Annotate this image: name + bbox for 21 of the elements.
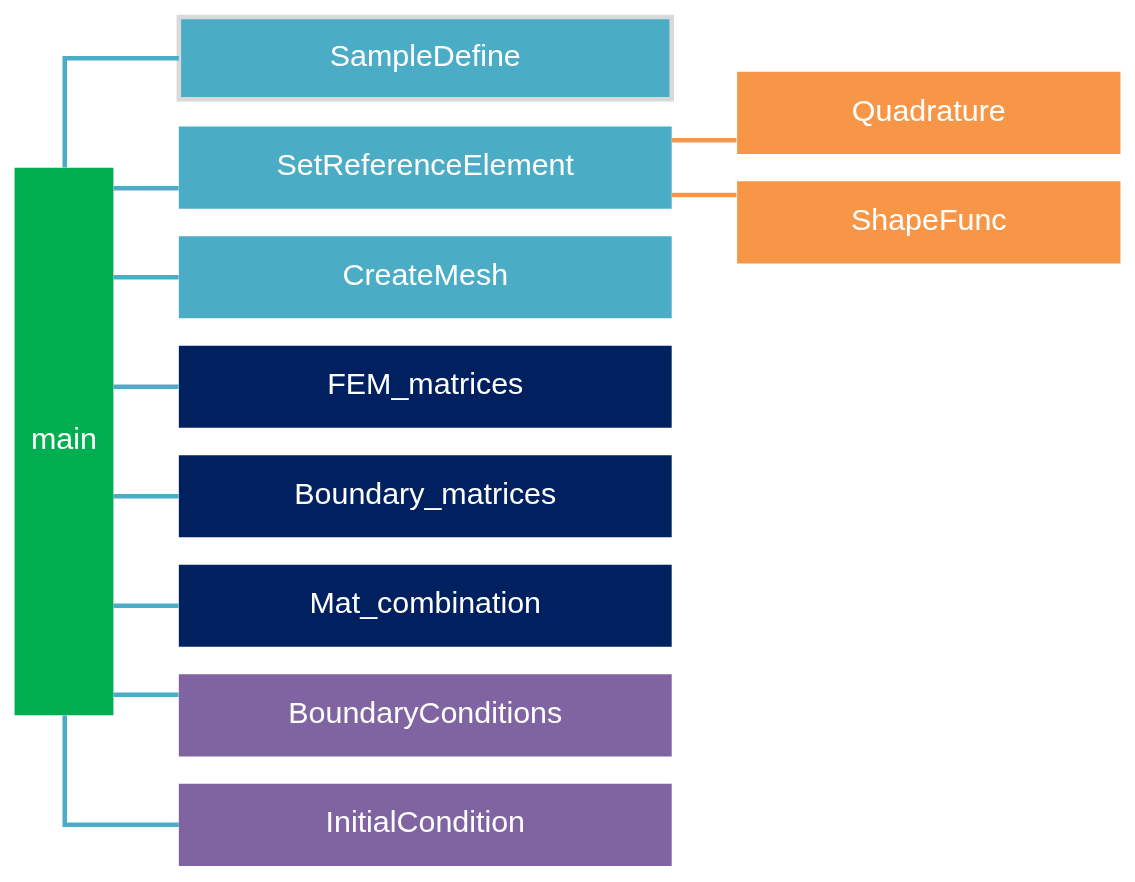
node-box: FEM_matrices bbox=[178, 345, 672, 428]
connector bbox=[113, 185, 179, 190]
node-box: main bbox=[14, 167, 114, 715]
connector bbox=[62, 55, 179, 167]
node-box: SampleDefine bbox=[176, 14, 674, 101]
node-box: Boundary_matrices bbox=[178, 454, 672, 537]
connector bbox=[62, 715, 179, 827]
node-box: ShapeFunc bbox=[737, 180, 1121, 263]
connector bbox=[113, 274, 179, 279]
connector bbox=[113, 383, 179, 389]
node-box: CreateMesh bbox=[178, 235, 672, 318]
node-box: SetReferenceElement bbox=[178, 126, 672, 209]
connector bbox=[671, 192, 737, 197]
node-box: BoundaryConditions bbox=[178, 673, 672, 756]
connector bbox=[113, 493, 179, 499]
node-box: InitialCondition bbox=[178, 783, 672, 866]
connector bbox=[113, 692, 179, 697]
connector bbox=[671, 137, 737, 143]
connector bbox=[113, 603, 179, 608]
node-box: Quadrature bbox=[737, 71, 1121, 154]
node-box: Mat_combination bbox=[178, 564, 672, 647]
